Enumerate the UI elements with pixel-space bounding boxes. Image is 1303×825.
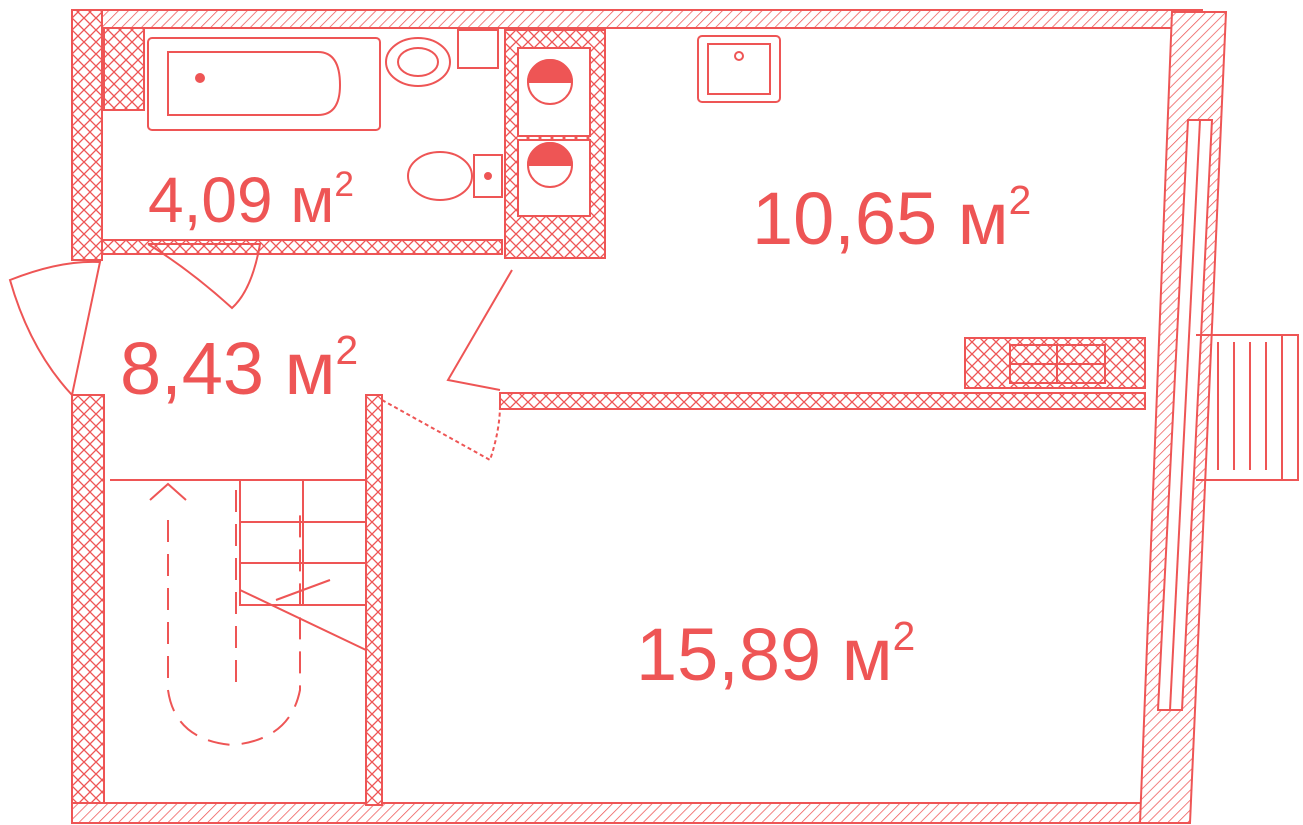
top-wall xyxy=(71,9,1203,29)
kitchen-living-partition xyxy=(499,392,1146,410)
kitchen-sink xyxy=(697,35,781,103)
bottom-wall xyxy=(71,802,1153,824)
area-label-living-room: 15,89 м2 xyxy=(636,613,915,696)
toilet xyxy=(407,151,473,201)
entrance-door xyxy=(8,260,102,398)
bathtub xyxy=(147,37,381,131)
kitchen-door xyxy=(446,269,513,391)
staircase xyxy=(110,479,367,747)
area-label-bathroom: 4,09 м2 xyxy=(148,164,354,236)
hall-partition-wall xyxy=(365,394,383,806)
area-label-kitchen: 10,65 м2 xyxy=(752,177,1031,260)
sink xyxy=(385,37,451,87)
bathroom-door xyxy=(147,243,262,310)
bath-side-cabinet xyxy=(103,27,145,111)
left-wall-upper xyxy=(71,9,103,261)
left-wall-lower xyxy=(71,394,105,824)
living-room-door xyxy=(381,399,501,462)
area-label-hall: 8,43 м2 xyxy=(120,327,358,410)
balcony xyxy=(1196,334,1299,481)
